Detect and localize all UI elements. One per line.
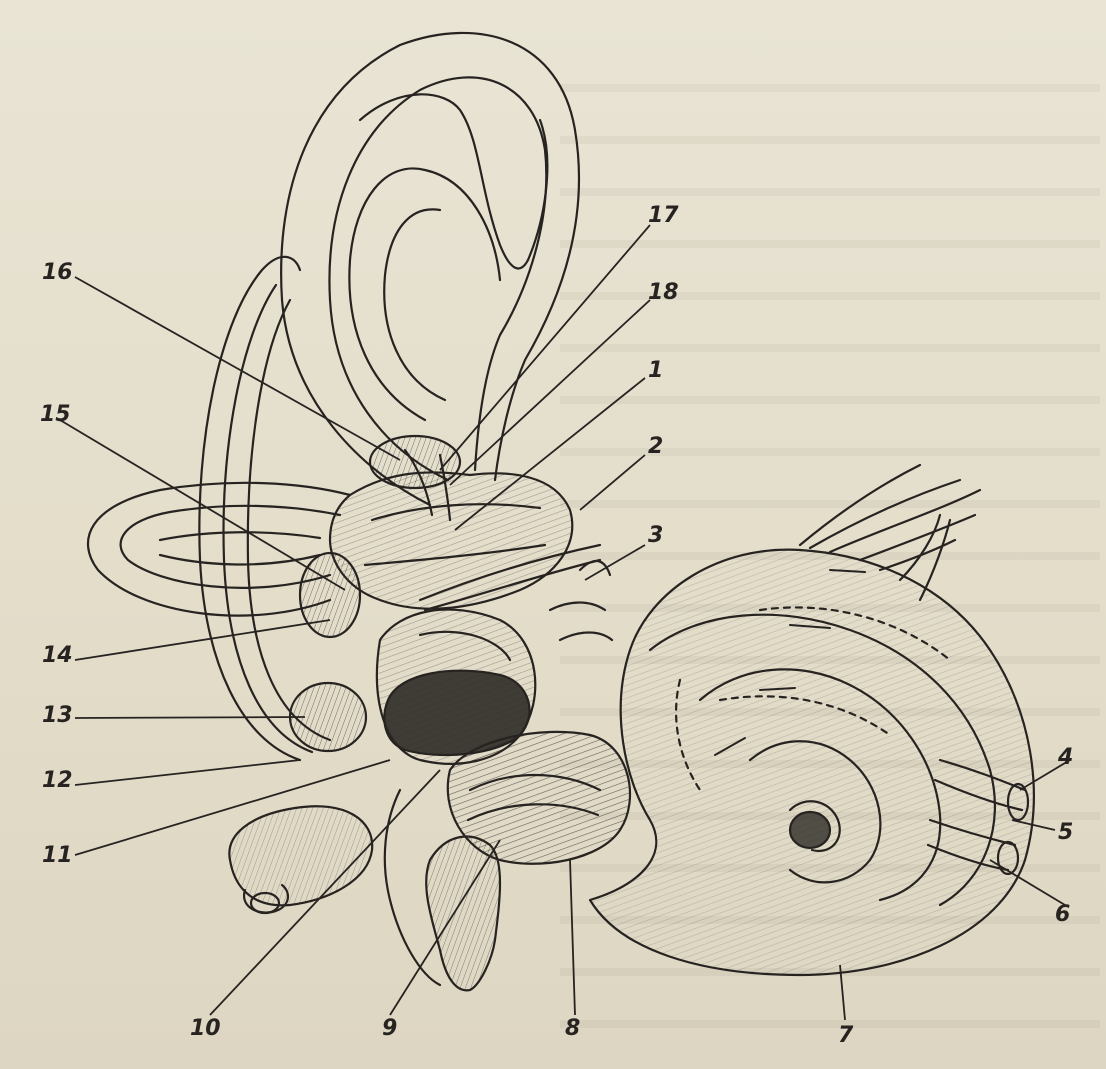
label-6: 6 bbox=[1055, 904, 1070, 926]
label-9: 9 bbox=[382, 1018, 397, 1040]
leader-15 bbox=[60, 420, 345, 590]
label-11: 11 bbox=[42, 845, 73, 867]
label-3: 3 bbox=[648, 525, 663, 547]
posterior-semicircular-canal bbox=[199, 257, 330, 760]
label-7: 7 bbox=[838, 1025, 853, 1047]
label-5: 5 bbox=[1058, 822, 1073, 844]
label-1: 1 bbox=[648, 360, 663, 382]
label-16: 16 bbox=[42, 262, 73, 284]
cochlea bbox=[590, 550, 1034, 975]
label-18: 18 bbox=[648, 282, 679, 304]
label-13: 13 bbox=[42, 705, 73, 727]
leader-2 bbox=[580, 455, 645, 510]
leader-18 bbox=[450, 300, 650, 485]
leader-12 bbox=[75, 760, 300, 785]
label-12: 12 bbox=[42, 770, 73, 792]
label-2: 2 bbox=[648, 436, 663, 458]
leader-14 bbox=[75, 620, 330, 660]
leader-8 bbox=[570, 860, 575, 1015]
label-14: 14 bbox=[42, 645, 73, 667]
leader-17 bbox=[440, 225, 650, 470]
label-15: 15 bbox=[40, 404, 71, 426]
label-10: 10 bbox=[190, 1018, 221, 1040]
leader-13 bbox=[75, 717, 305, 718]
label-4: 4 bbox=[1058, 747, 1073, 769]
label-8: 8 bbox=[565, 1018, 580, 1040]
superior-semicircular-canal bbox=[281, 33, 579, 505]
label-17: 17 bbox=[648, 205, 679, 227]
ossicle-fragment bbox=[229, 806, 372, 913]
